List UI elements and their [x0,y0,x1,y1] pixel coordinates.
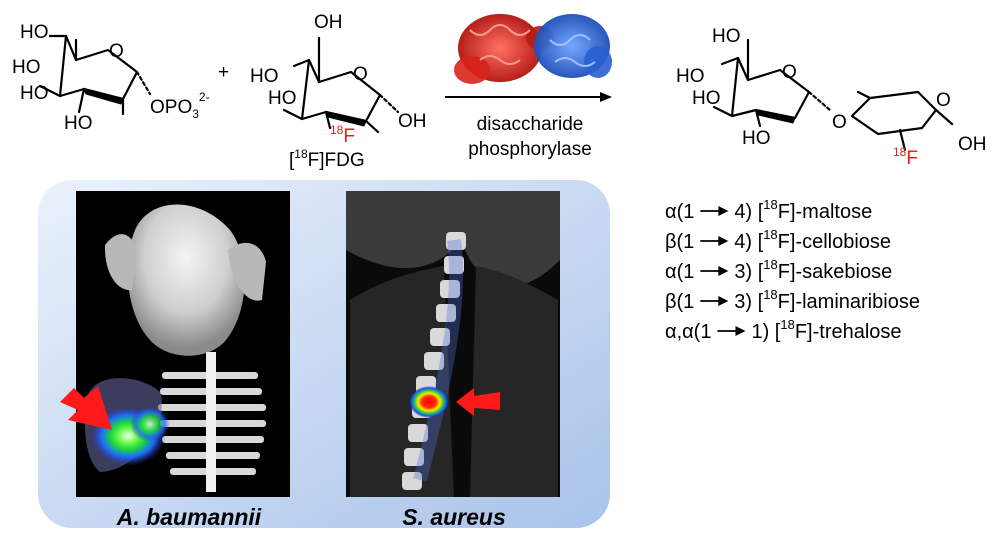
enzyme-label-line1: disaccharide [477,114,584,135]
product-name: F]-maltose [778,201,872,223]
oh-label-6: HO [712,26,741,47]
arrow-indicator-left [60,386,112,430]
ring-oxygen: O [353,64,368,85]
linkage-start: α(1 [665,201,694,223]
species-label-a-baumannii: A. baumannii [116,504,262,530]
glycosidic-wavy-bond [807,90,832,112]
product-name: F]-trehalose [795,321,902,343]
product-disaccharide: HO HO HO HO O O O OH 18F [676,26,987,169]
linkage-arrow-icon [717,326,746,336]
pyranose-ring [300,58,382,123]
isotope-superscript: 18 [763,227,777,242]
oh-label-6: HO [20,22,49,43]
linkage-arrow-icon [700,266,729,276]
linkage-start: α,α(1 [665,321,711,343]
oh-label-2: HO [742,128,771,149]
substituent-bonds [38,34,125,116]
linkage-start: β(1 [665,291,694,313]
oh-label-4: HO [676,66,705,87]
glycosidic-oxygen: O [832,112,847,133]
isotope-superscript: 18 [780,317,794,332]
reactant-fdg: OH HO HO OH O 18F [18F]FDG [250,12,427,171]
oh-label-3: HO [20,83,49,104]
linkage-end: 4) [ [734,201,763,223]
oh-label-6: OH [314,12,343,33]
isotope-superscript: 18 [763,287,777,302]
reaction-arrow [445,92,612,102]
plus-sign: + [218,62,229,83]
linkage-start: β(1 [665,231,694,253]
fdg-chair-ring [850,90,938,136]
oh-label-3: HO [268,88,297,109]
linkage-end: 3) [ [734,261,763,283]
pet-image-a-baumannii [60,191,290,497]
linkage-arrow-icon [700,296,729,306]
reactant-glucose-1-phosphate: HO HO HO HO O OPO32- [12,22,210,134]
arrow-indicator-right [456,388,500,416]
ring-oxygen: O [109,41,124,62]
fluorine-18-label: 18F [893,145,918,169]
pyranose-ring [58,34,139,101]
linkage-arrow-icon [700,236,729,246]
substituent-bonds [282,36,380,134]
oh-label-1: OH [398,111,427,132]
product-name: F]-cellobiose [778,231,891,253]
isotope-superscript: 18 [763,197,777,212]
oh-label-4: HO [12,57,41,78]
species-label-s-aureus: S. aureus [402,504,506,530]
substituent-bonds [712,38,762,128]
pet-image-s-aureus [346,191,560,497]
phosphate-group: OPO32- [150,90,210,121]
oh-label-3: HO [692,88,721,109]
ring-wedge-bond [755,109,796,124]
imaging-panel: A. baumannii S. aureus [38,180,610,530]
anomeric-wavy-bond [378,93,400,114]
linkage-end: 1) [ [751,321,780,343]
oh-label-4: HO [250,66,279,87]
ring-oxygen: O [782,62,797,83]
oh-label-2: HO [64,113,93,134]
fluorine-18-label: 18F [330,123,355,147]
product-name: F]-sakebiose [778,261,893,283]
linkage-end: 3) [ [734,291,763,313]
fluorine-bond [898,128,907,152]
chair-substituent-bonds [856,90,954,126]
linkage-start: α(1 [665,261,694,283]
enzyme-structure-image [454,14,612,84]
product-name: F]-laminaribiose [778,291,920,313]
linkage-end: 4) [ [734,231,763,253]
fdg-caption: [18F]FDG [289,147,365,171]
oh-label-1: OH [958,134,987,155]
anomeric-wavy-bond [135,70,152,96]
ring-oxygen-2: O [936,90,951,111]
enzyme-label-line2: phosphorylase [468,139,592,160]
ring-wedge-bond [83,88,124,105]
glucose-ring [730,56,811,120]
linkage-arrow-icon [700,206,729,216]
isotope-superscript: 18 [763,257,777,272]
